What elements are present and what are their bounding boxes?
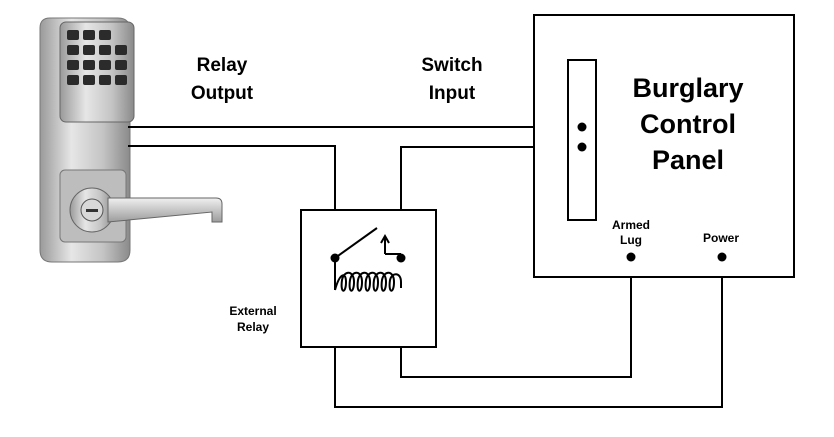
keypad-icon bbox=[67, 30, 127, 85]
armed-lug-dot bbox=[626, 252, 636, 262]
relay-dot-right bbox=[396, 253, 406, 263]
armed-lug-label-line1: Armed bbox=[612, 218, 650, 232]
relay-output-wire-2 bbox=[128, 145, 723, 408]
relay-coil-icon bbox=[334, 258, 402, 292]
armed-lug-label-line2: Lug bbox=[620, 233, 642, 247]
panel-title-line3: Panel bbox=[652, 145, 724, 175]
power-label: Power bbox=[703, 231, 739, 245]
keypad-lever-lock-icon bbox=[39, 17, 223, 263]
relay-dot-left bbox=[330, 253, 340, 263]
terminal-strip bbox=[567, 59, 597, 221]
power-dot bbox=[717, 252, 727, 262]
switch-input-label-line2: Input bbox=[429, 83, 476, 104]
connection-dots bbox=[330, 122, 727, 263]
panel-title-line2: Control bbox=[640, 109, 736, 139]
terminal-dot-1 bbox=[577, 122, 587, 132]
panel-title-line1: Burglary bbox=[632, 73, 743, 103]
control-panel: Burglary Control Panel Armed Lug Power bbox=[533, 14, 795, 278]
relay-output-label-line1: Relay bbox=[197, 55, 248, 76]
external-relay: External Relay bbox=[229, 209, 437, 348]
switch-input-label-line1: Switch bbox=[421, 55, 482, 76]
terminal-dot-2 bbox=[577, 142, 587, 152]
external-relay-label-line2: Relay bbox=[237, 320, 269, 334]
relay-switch-icon bbox=[334, 227, 401, 259]
relay-output-label-line2: Output bbox=[191, 83, 254, 104]
external-relay-label-line1: External bbox=[229, 304, 276, 318]
